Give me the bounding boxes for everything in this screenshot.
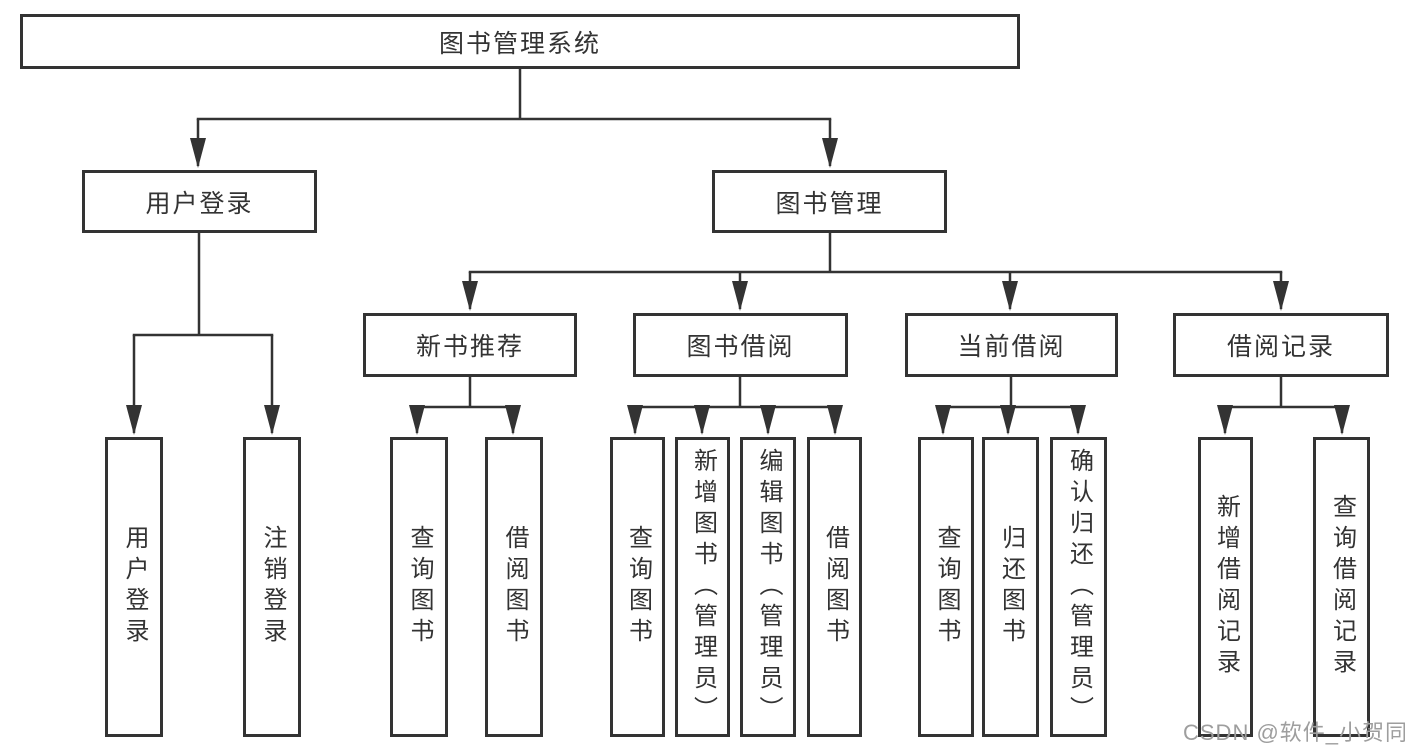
leaf-query-books-borrow: 查询图书 xyxy=(610,437,665,737)
leaf-add-book-admin: 新增图书（管理员） xyxy=(675,437,730,737)
csdn-watermark: CSDN @软件_小贺同学 xyxy=(1183,720,1405,745)
leaf-return-books: 归还图书 xyxy=(982,437,1039,737)
leaf-logout: 注销登录 xyxy=(243,437,301,737)
leaf-add-borrow-record: 新增借阅记录 xyxy=(1198,437,1253,737)
leaf-query-books-recommend: 查询图书 xyxy=(390,437,448,737)
leaf-user-login: 用户登录 xyxy=(105,437,163,737)
leaf-borrow-books-recommend: 借阅图书 xyxy=(485,437,543,737)
node-book-borrowing: 图书借阅 xyxy=(633,313,848,377)
node-root-library-system: 图书管理系统 xyxy=(20,14,1020,69)
leaf-query-books-current: 查询图书 xyxy=(918,437,974,737)
leaf-confirm-return-admin: 确认归还（管理员） xyxy=(1050,437,1107,737)
leaf-edit-book-admin: 编辑图书（管理员） xyxy=(740,437,796,737)
node-book-management: 图书管理 xyxy=(712,170,947,233)
leaf-query-borrow-record: 查询借阅记录 xyxy=(1313,437,1370,737)
node-current-borrowing: 当前借阅 xyxy=(905,313,1118,377)
node-borrowing-records: 借阅记录 xyxy=(1173,313,1389,377)
node-user-login: 用户登录 xyxy=(82,170,317,233)
leaf-borrow-books: 借阅图书 xyxy=(807,437,862,737)
node-new-book-recommend: 新书推荐 xyxy=(363,313,577,377)
